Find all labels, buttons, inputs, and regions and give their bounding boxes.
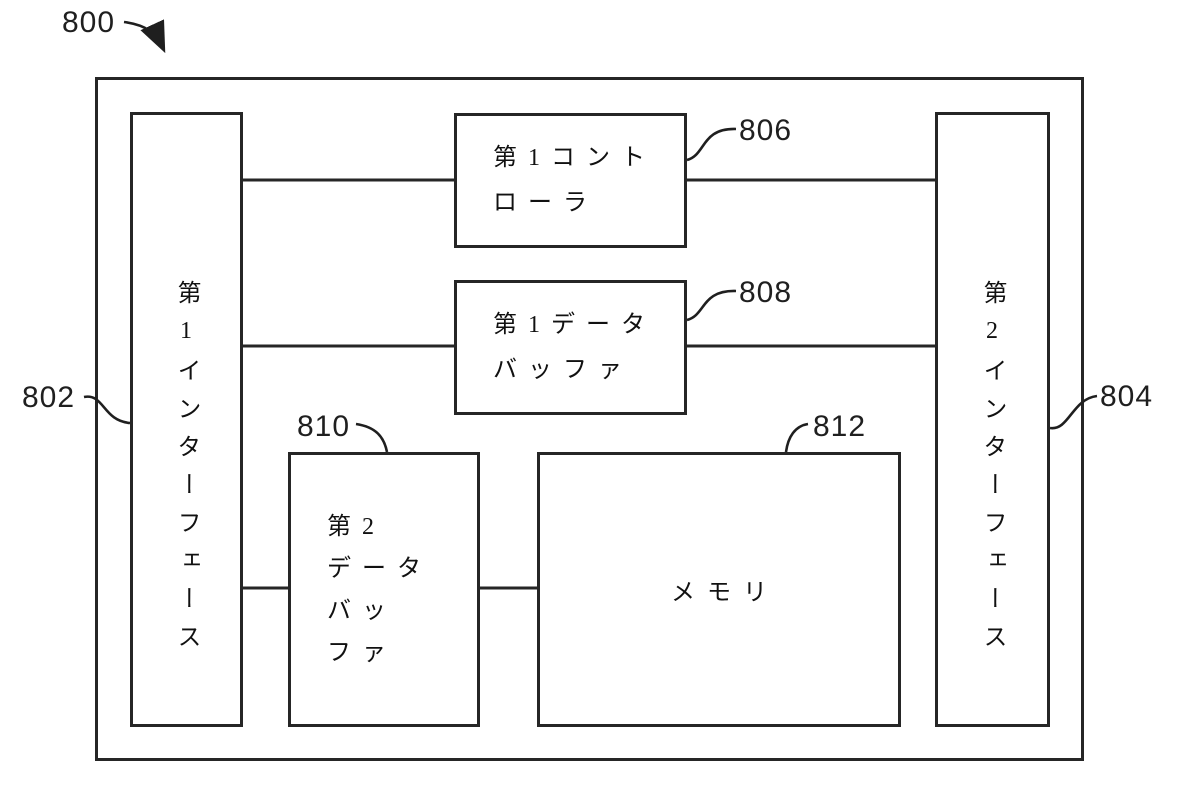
leader-line-808 bbox=[686, 289, 737, 322]
second-data-buffer-label-line1: 第2 bbox=[327, 513, 385, 540]
leader-line-810 bbox=[355, 422, 389, 453]
second-data-buffer-label-line2: データ bbox=[327, 555, 432, 582]
box-second-interface: 第2インターフェース bbox=[935, 112, 1050, 727]
figure-ref-arrow-icon bbox=[123, 19, 166, 54]
leader-line-804 bbox=[1049, 394, 1098, 430]
figure-ref-label: 800 bbox=[62, 6, 116, 39]
leader-line-806 bbox=[686, 127, 737, 162]
second-interface-label: 第2インターフェース bbox=[979, 280, 1005, 662]
first-controller-label-line1: 第1コント bbox=[493, 144, 656, 171]
box-first-controller: 第1コント ローラ bbox=[454, 113, 687, 248]
callout-802: 802 bbox=[22, 381, 76, 414]
system-boundary-rect bbox=[95, 77, 1084, 761]
callout-808: 808 bbox=[739, 276, 793, 309]
callout-804: 804 bbox=[1100, 380, 1154, 413]
first-data-buffer-label-line2: バッファ bbox=[493, 356, 633, 383]
first-data-buffer-label-line1: 第1データ bbox=[493, 311, 656, 338]
callout-812: 812 bbox=[813, 410, 867, 443]
callout-806: 806 bbox=[739, 114, 793, 147]
box-memory: メモリ bbox=[537, 452, 901, 727]
second-data-buffer-label-line4: ファ bbox=[327, 639, 397, 666]
memory-label: メモリ bbox=[671, 580, 779, 606]
box-first-interface: 第1インターフェース bbox=[130, 112, 243, 727]
box-first-data-buffer: 第1データ バッファ bbox=[454, 280, 687, 415]
first-interface-label: 第1インターフェース bbox=[173, 280, 199, 662]
leader-line-812 bbox=[784, 422, 809, 453]
callout-810: 810 bbox=[297, 410, 351, 443]
box-second-data-buffer: 第2 データ バッ ファ bbox=[288, 452, 480, 727]
leader-line-802 bbox=[83, 395, 131, 425]
first-controller-label-line2: ローラ bbox=[493, 189, 598, 216]
second-data-buffer-label-line3: バッ bbox=[327, 597, 397, 624]
